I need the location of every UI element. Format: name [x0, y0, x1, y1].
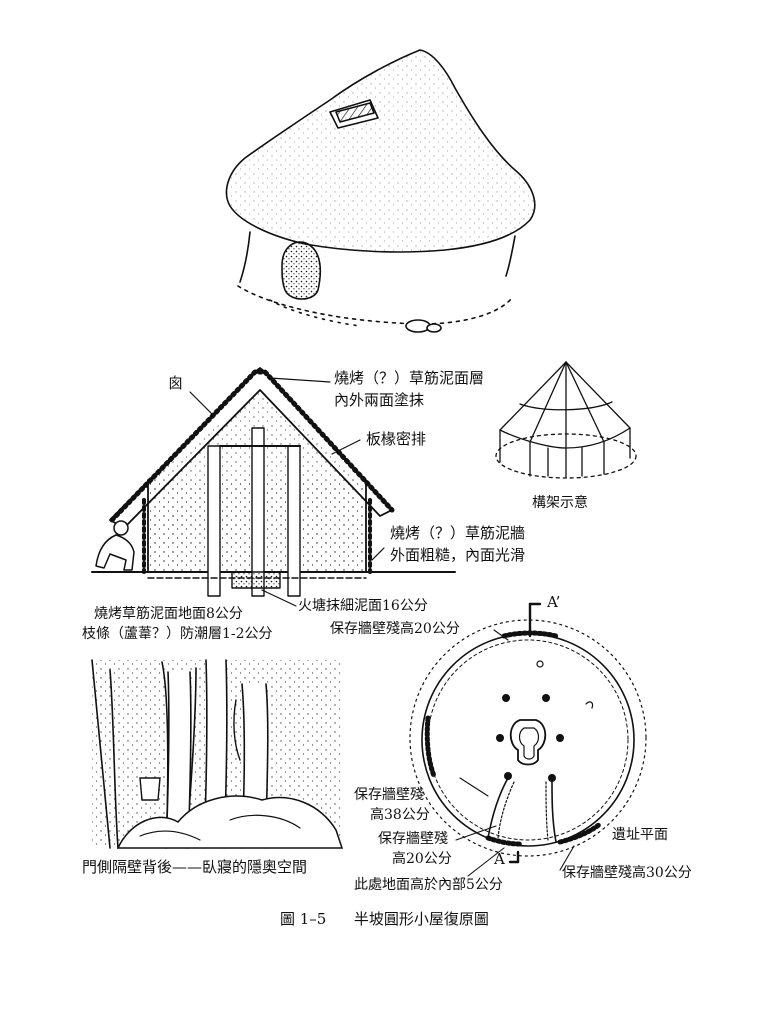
label-a: A [494, 850, 505, 868]
figure-number: 圖 1–5 [280, 910, 327, 928]
wall-ring [421, 633, 635, 847]
label-a-prime: A’ [547, 593, 561, 611]
frame-schematic [495, 361, 637, 479]
figure-title: 半坡圓形小屋復原圖 [353, 910, 489, 928]
label-frame-schematic: 構架示意 [532, 495, 588, 511]
label-hearth: 火塘抹細泥面16公分 [298, 598, 428, 614]
figure-caption: 圖 1–5 半坡圓形小屋復原圖 [280, 908, 489, 929]
label-floor-2: 枝條（蘆葦？）防潮層1-2公分 [82, 626, 273, 642]
doorway-opening [281, 241, 322, 300]
hearth-pit [231, 571, 281, 589]
wall-cylinder [239, 231, 516, 283]
hearth-keyhole [509, 719, 547, 766]
human-figure [95, 520, 135, 571]
label-chimney: 囪 [168, 374, 184, 392]
label-wall-remain-20-top: 保存牆壁殘高20公分 [330, 621, 460, 637]
interior-sleeping-drawing [91, 659, 344, 849]
label-wall-2: 外面粗糙，內面光滑 [390, 546, 526, 564]
label-roof-layer-2: 內外兩面塗抹 [334, 391, 425, 409]
outer-boundary [409, 619, 647, 857]
label-ground-note: 此處地面高於內部5公分 [354, 877, 503, 893]
label-wall-remain-38-a: 保存牆壁殘 [354, 787, 424, 803]
label-wall-remain-38-b: 高38公分 [370, 807, 430, 823]
label-wall-remain-20-a: 保存牆壁殘 [378, 831, 448, 847]
hut-section-drawing [91, 367, 456, 607]
label-rafters: 板椽密排 [366, 430, 427, 448]
label-wall-remain-20-b: 高20公分 [392, 851, 452, 867]
site-plan-drawing [409, 602, 647, 877]
label-wall-remain-30: 保存牆壁殘高30公分 [562, 865, 692, 881]
smoke-vent [329, 99, 379, 129]
hut-exterior-drawing [225, 49, 536, 333]
label-roof-layer-1: 燒烤（？）草筋泥面層 [334, 369, 485, 387]
label-wall-1: 燒烤（？）草筋泥牆 [390, 524, 526, 542]
label-door-side: 門側隔壁背後——臥寢的隱奧空間 [82, 858, 308, 876]
label-floor-1: 燒烤草筋泥面地面8公分 [94, 606, 243, 622]
label-site-plan: 遺址平面 [612, 827, 668, 843]
